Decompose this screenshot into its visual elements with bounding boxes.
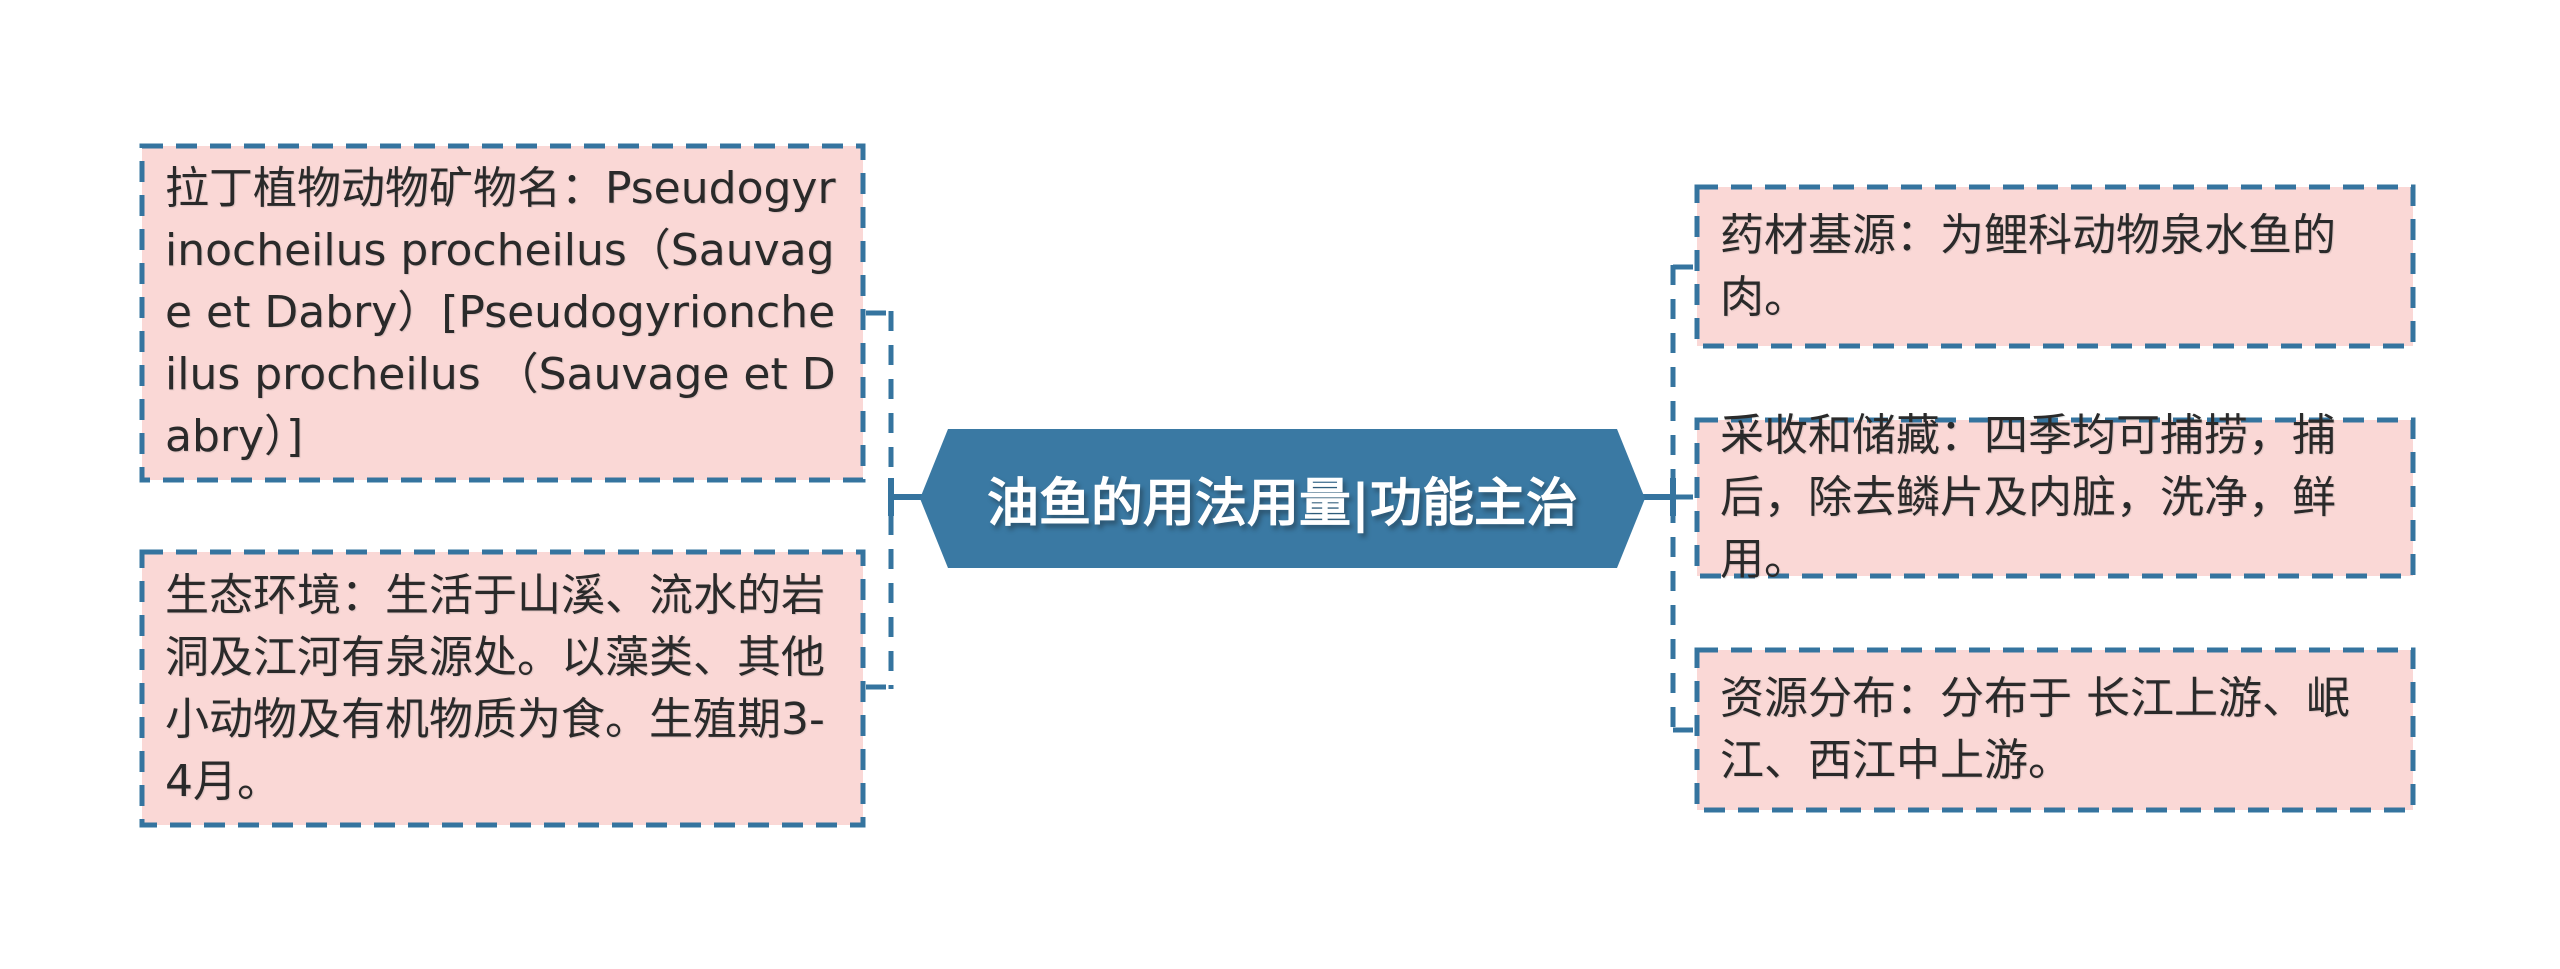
branch-latin-name-box[interactable]: 拉丁植物动物矿物名：Pseudogyrinocheilus procheilus… <box>140 144 865 482</box>
branch-source-box[interactable]: 药材基源：为鲤科动物泉水鱼的肉。 <box>1695 185 2415 348</box>
branch-harvest-storage-text: 采收和储藏：四季均可捕捞，捕后，除去鳞片及内脏，洗净，鲜用。 <box>1720 410 2336 585</box>
central-topic-node[interactable]: 油鱼的用法用量|功能主治 <box>920 429 1645 568</box>
branch-ecology-text: 生态环境：生活于山溪、流水的岩洞及江河有泉源处。以藻类、其他小动物及有机物质为食… <box>165 569 825 807</box>
branch-source-text: 药材基源：为鲤科动物泉水鱼的肉。 <box>1720 209 2336 323</box>
ecology-box-border <box>139 549 866 828</box>
branch-distribution-text: 资源分布：分布于 长江上游、岷江、西江中上游。 <box>1720 673 2350 786</box>
distribution-box-border <box>1694 647 2416 813</box>
branch-latin-name-text: 拉丁植物动物矿物名：Pseudogyrinocheilus procheilus… <box>165 163 836 462</box>
source-box-border <box>1694 184 2416 349</box>
latin-name-box-border <box>139 143 866 483</box>
branch-distribution-box[interactable]: 资源分布：分布于 长江上游、岷江、西江中上游。 <box>1695 648 2415 812</box>
branch-harvest-storage-box[interactable]: 采收和储藏：四季均可捕捞，捕后，除去鳞片及内脏，洗净，鲜用。 <box>1695 410 2415 585</box>
harvest-box-border <box>1694 417 2416 579</box>
branch-ecology-box[interactable]: 生态环境：生活于山溪、流水的岩洞及江河有泉源处。以藻类、其他小动物及有机物质为食… <box>140 550 865 827</box>
